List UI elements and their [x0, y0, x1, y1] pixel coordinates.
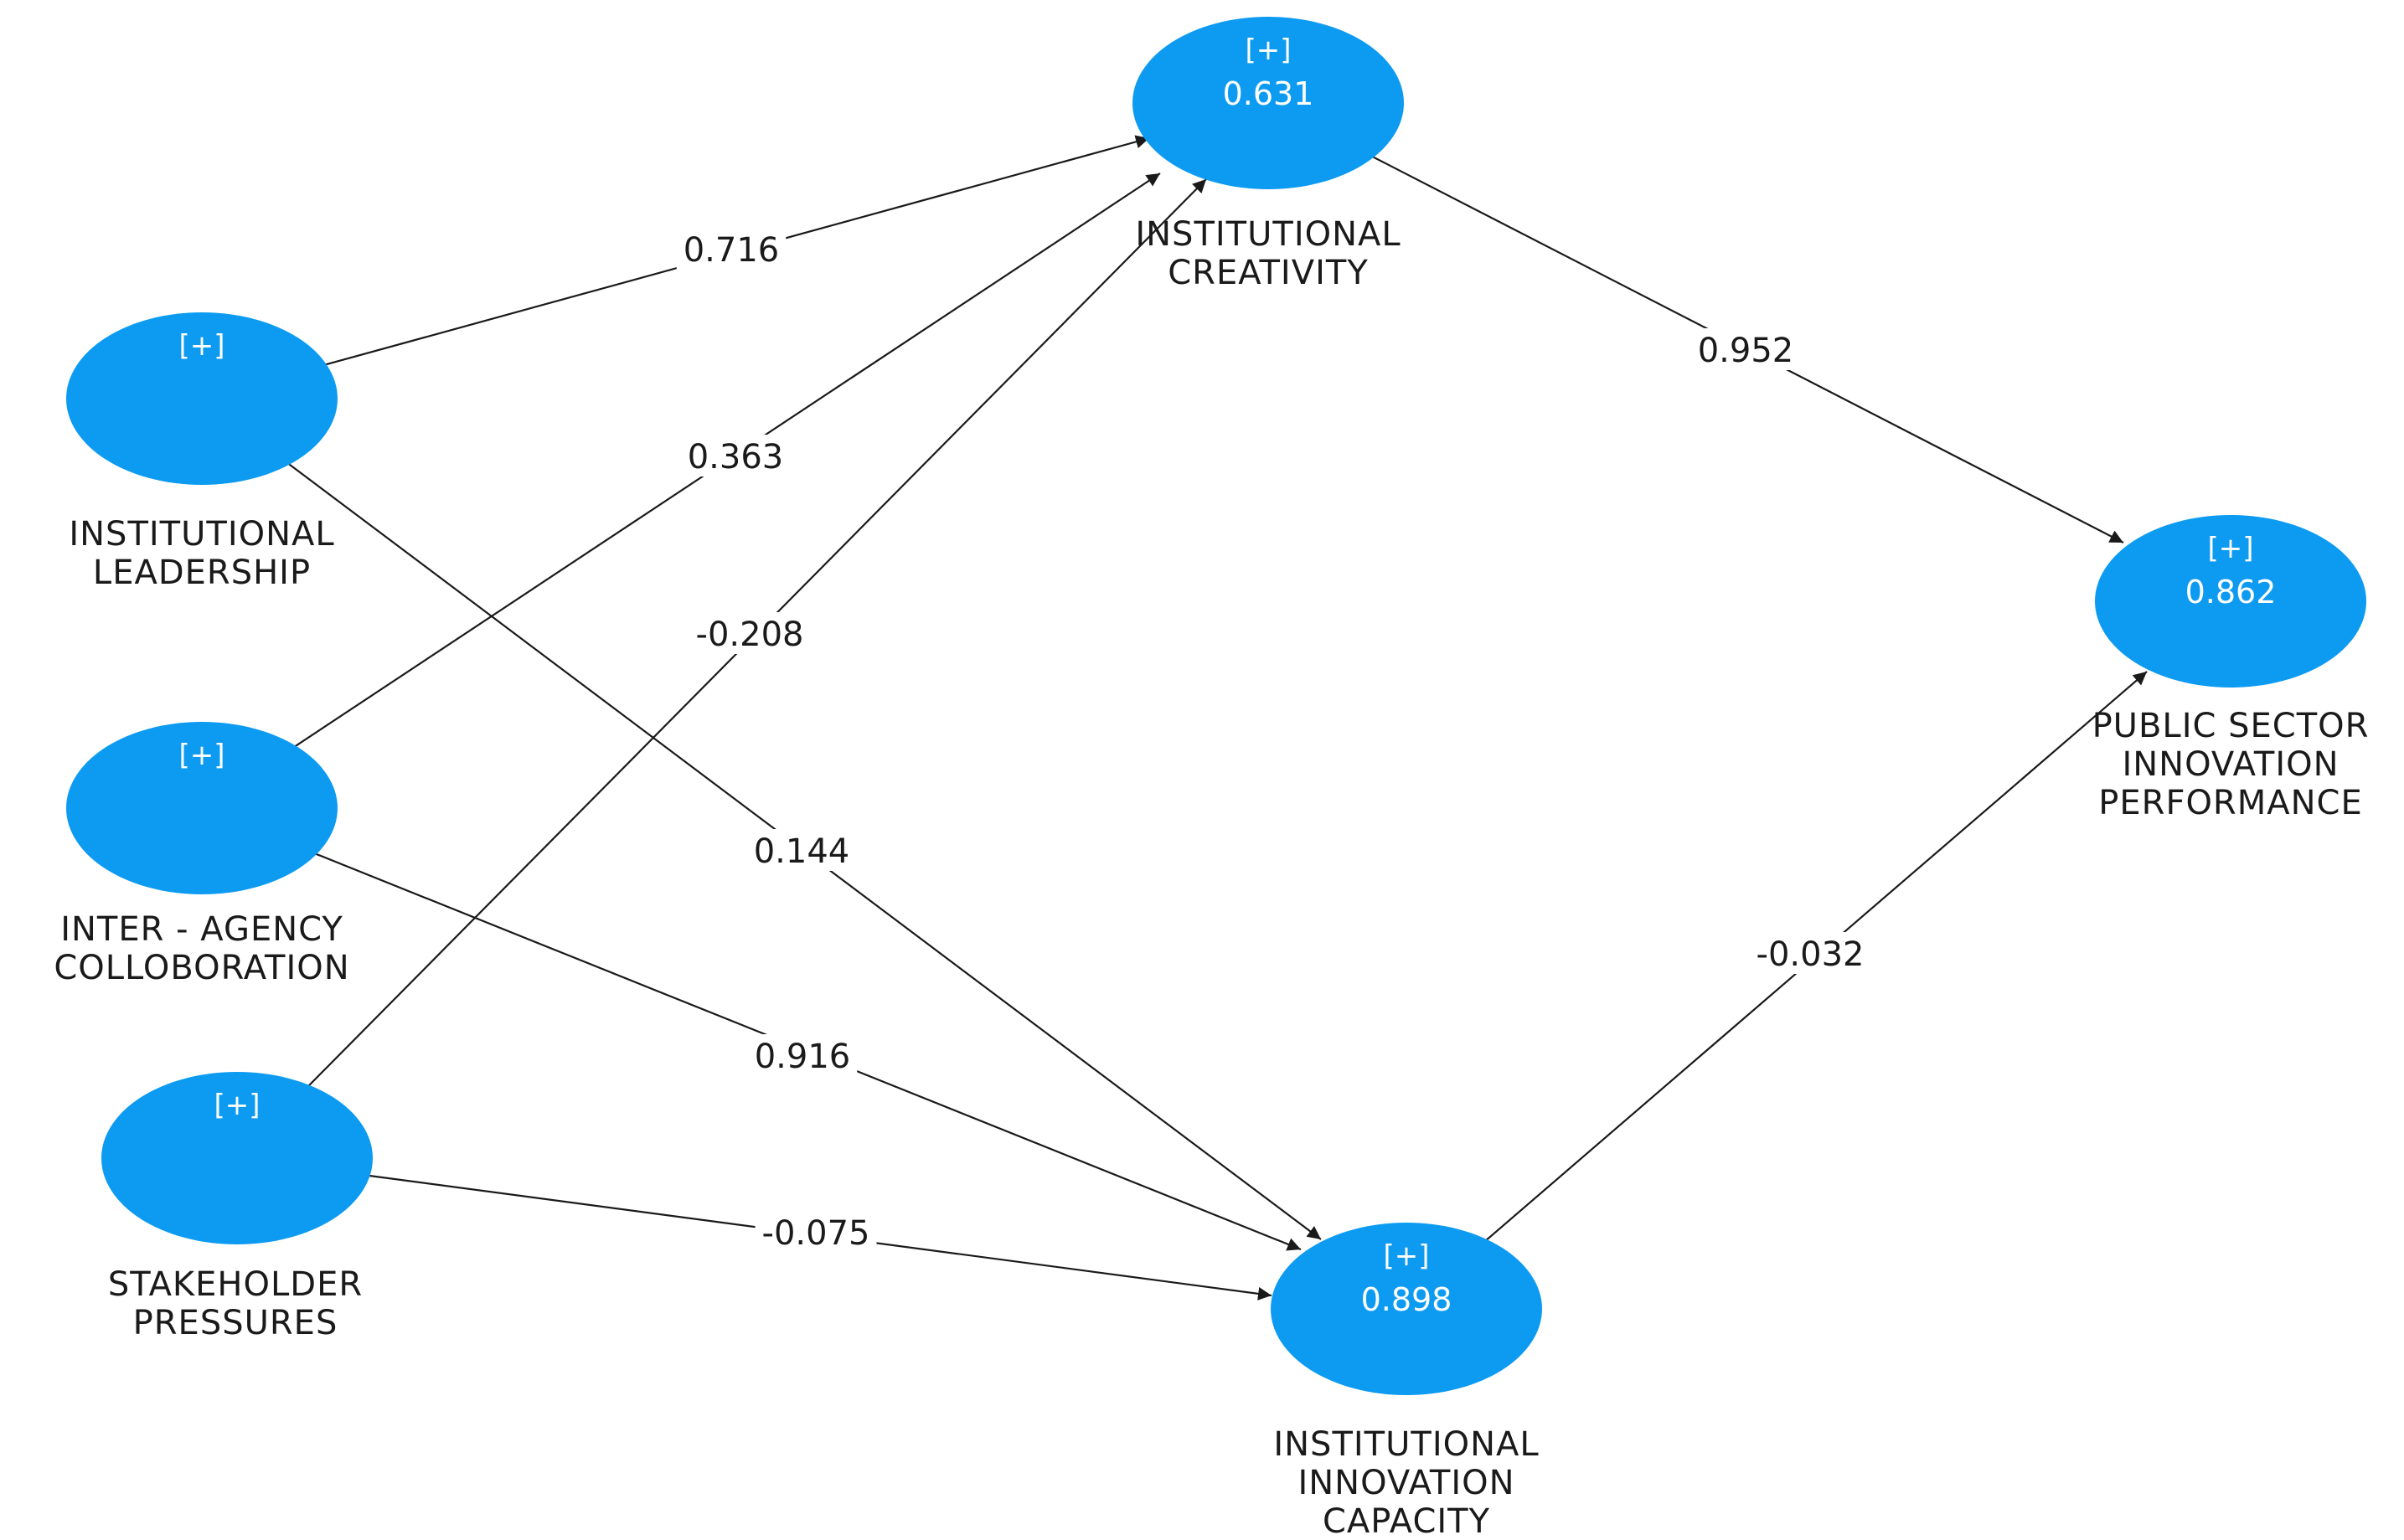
expand-toggle-icon[interactable]: [+] — [1245, 33, 1291, 67]
r-squared-value: 0.631 — [1223, 75, 1314, 112]
construct-label-line: LEADERSHIP — [93, 554, 311, 592]
coefficient-label: -0.032 — [1757, 935, 1865, 974]
construct-label-line: INSTITUTIONAL — [1273, 1425, 1539, 1464]
edge-labels-layer: 0.716 0.363 -0.208 0.144 0.916 -0.075 0.952 -0.… — [676, 228, 1871, 1253]
edges-layer — [287, 135, 2148, 1301]
path-coefficient-stakeholder-to-creativity: -0.208 — [689, 612, 811, 654]
construct-label-line: INSTITUTIONAL — [69, 515, 334, 554]
coefficient-label: 0.144 — [754, 832, 850, 871]
coefficient-label: -0.075 — [762, 1214, 870, 1253]
construct-label-line: PERFORMANCE — [2098, 784, 2362, 822]
construct-label-line: CAPACITY — [1323, 1502, 1490, 1540]
path-coefficient-creativity-to-performance: 0.952 — [1690, 328, 1801, 370]
path-coefficient-leadership-to-creativity: 0.716 — [676, 228, 787, 270]
coefficient-label: 0.716 — [684, 231, 780, 270]
path-coefficient-collaboration-to-creativity: 0.363 — [680, 435, 791, 476]
construct-ellipse[interactable] — [66, 722, 338, 894]
expand-toggle-icon[interactable]: [+] — [178, 739, 224, 772]
construct-label-line: COLLOBORATION — [54, 949, 349, 987]
coefficient-label-background — [676, 228, 787, 270]
expand-toggle-icon[interactable]: [+] — [178, 329, 224, 363]
construct-ellipse[interactable] — [1271, 1223, 1542, 1395]
construct-label-line: INSTITUTIONAL — [1135, 215, 1401, 254]
expand-toggle-icon[interactable]: [+] — [2207, 532, 2253, 565]
coefficient-label-background — [755, 1211, 877, 1253]
construct-label-line: INTER - AGENCY — [60, 910, 343, 949]
construct-label-line: INNOVATION — [1297, 1464, 1514, 1502]
construct-label-line: INNOVATION — [2122, 745, 2339, 784]
path-coefficient-capacity-to-performance: -0.032 — [1749, 932, 1871, 974]
construct-ellipse[interactable] — [2095, 515, 2366, 688]
r-squared-value: 0.862 — [2185, 574, 2277, 610]
construct-ellipse[interactable] — [1132, 17, 1404, 189]
construct-label-line: PUBLIC SECTOR — [2092, 707, 2370, 745]
coefficient-label-background — [1749, 932, 1871, 974]
coefficient-label-background — [747, 1034, 858, 1076]
coefficient-label: 0.363 — [688, 438, 784, 476]
expand-toggle-icon[interactable]: [+] — [1383, 1239, 1429, 1273]
coefficient-label: 0.952 — [1698, 332, 1794, 370]
coefficient-label: -0.208 — [696, 615, 804, 654]
construct-ellipse[interactable] — [66, 312, 338, 485]
path-coefficient-collaboration-to-capacity: 0.916 — [747, 1034, 858, 1076]
coefficient-label-background — [1690, 328, 1801, 370]
path-coefficient-stakeholder-to-capacity: -0.075 — [755, 1211, 877, 1253]
expand-toggle-icon[interactable]: [+] — [214, 1089, 260, 1122]
coefficient-label-background — [746, 829, 857, 871]
construct-ellipse[interactable] — [101, 1072, 373, 1244]
construct-label-line: PRESSURES — [133, 1304, 338, 1342]
coefficient-label: 0.916 — [755, 1038, 851, 1076]
construct-label-line: CREATIVITY — [1168, 254, 1369, 292]
path-coefficient-leadership-to-capacity: 0.144 — [746, 829, 857, 871]
construct-label-line: STAKEHOLDER — [108, 1265, 363, 1304]
coefficient-label-background — [680, 435, 791, 476]
r-squared-value: 0.898 — [1361, 1281, 1452, 1318]
coefficient-label-background — [689, 612, 811, 654]
